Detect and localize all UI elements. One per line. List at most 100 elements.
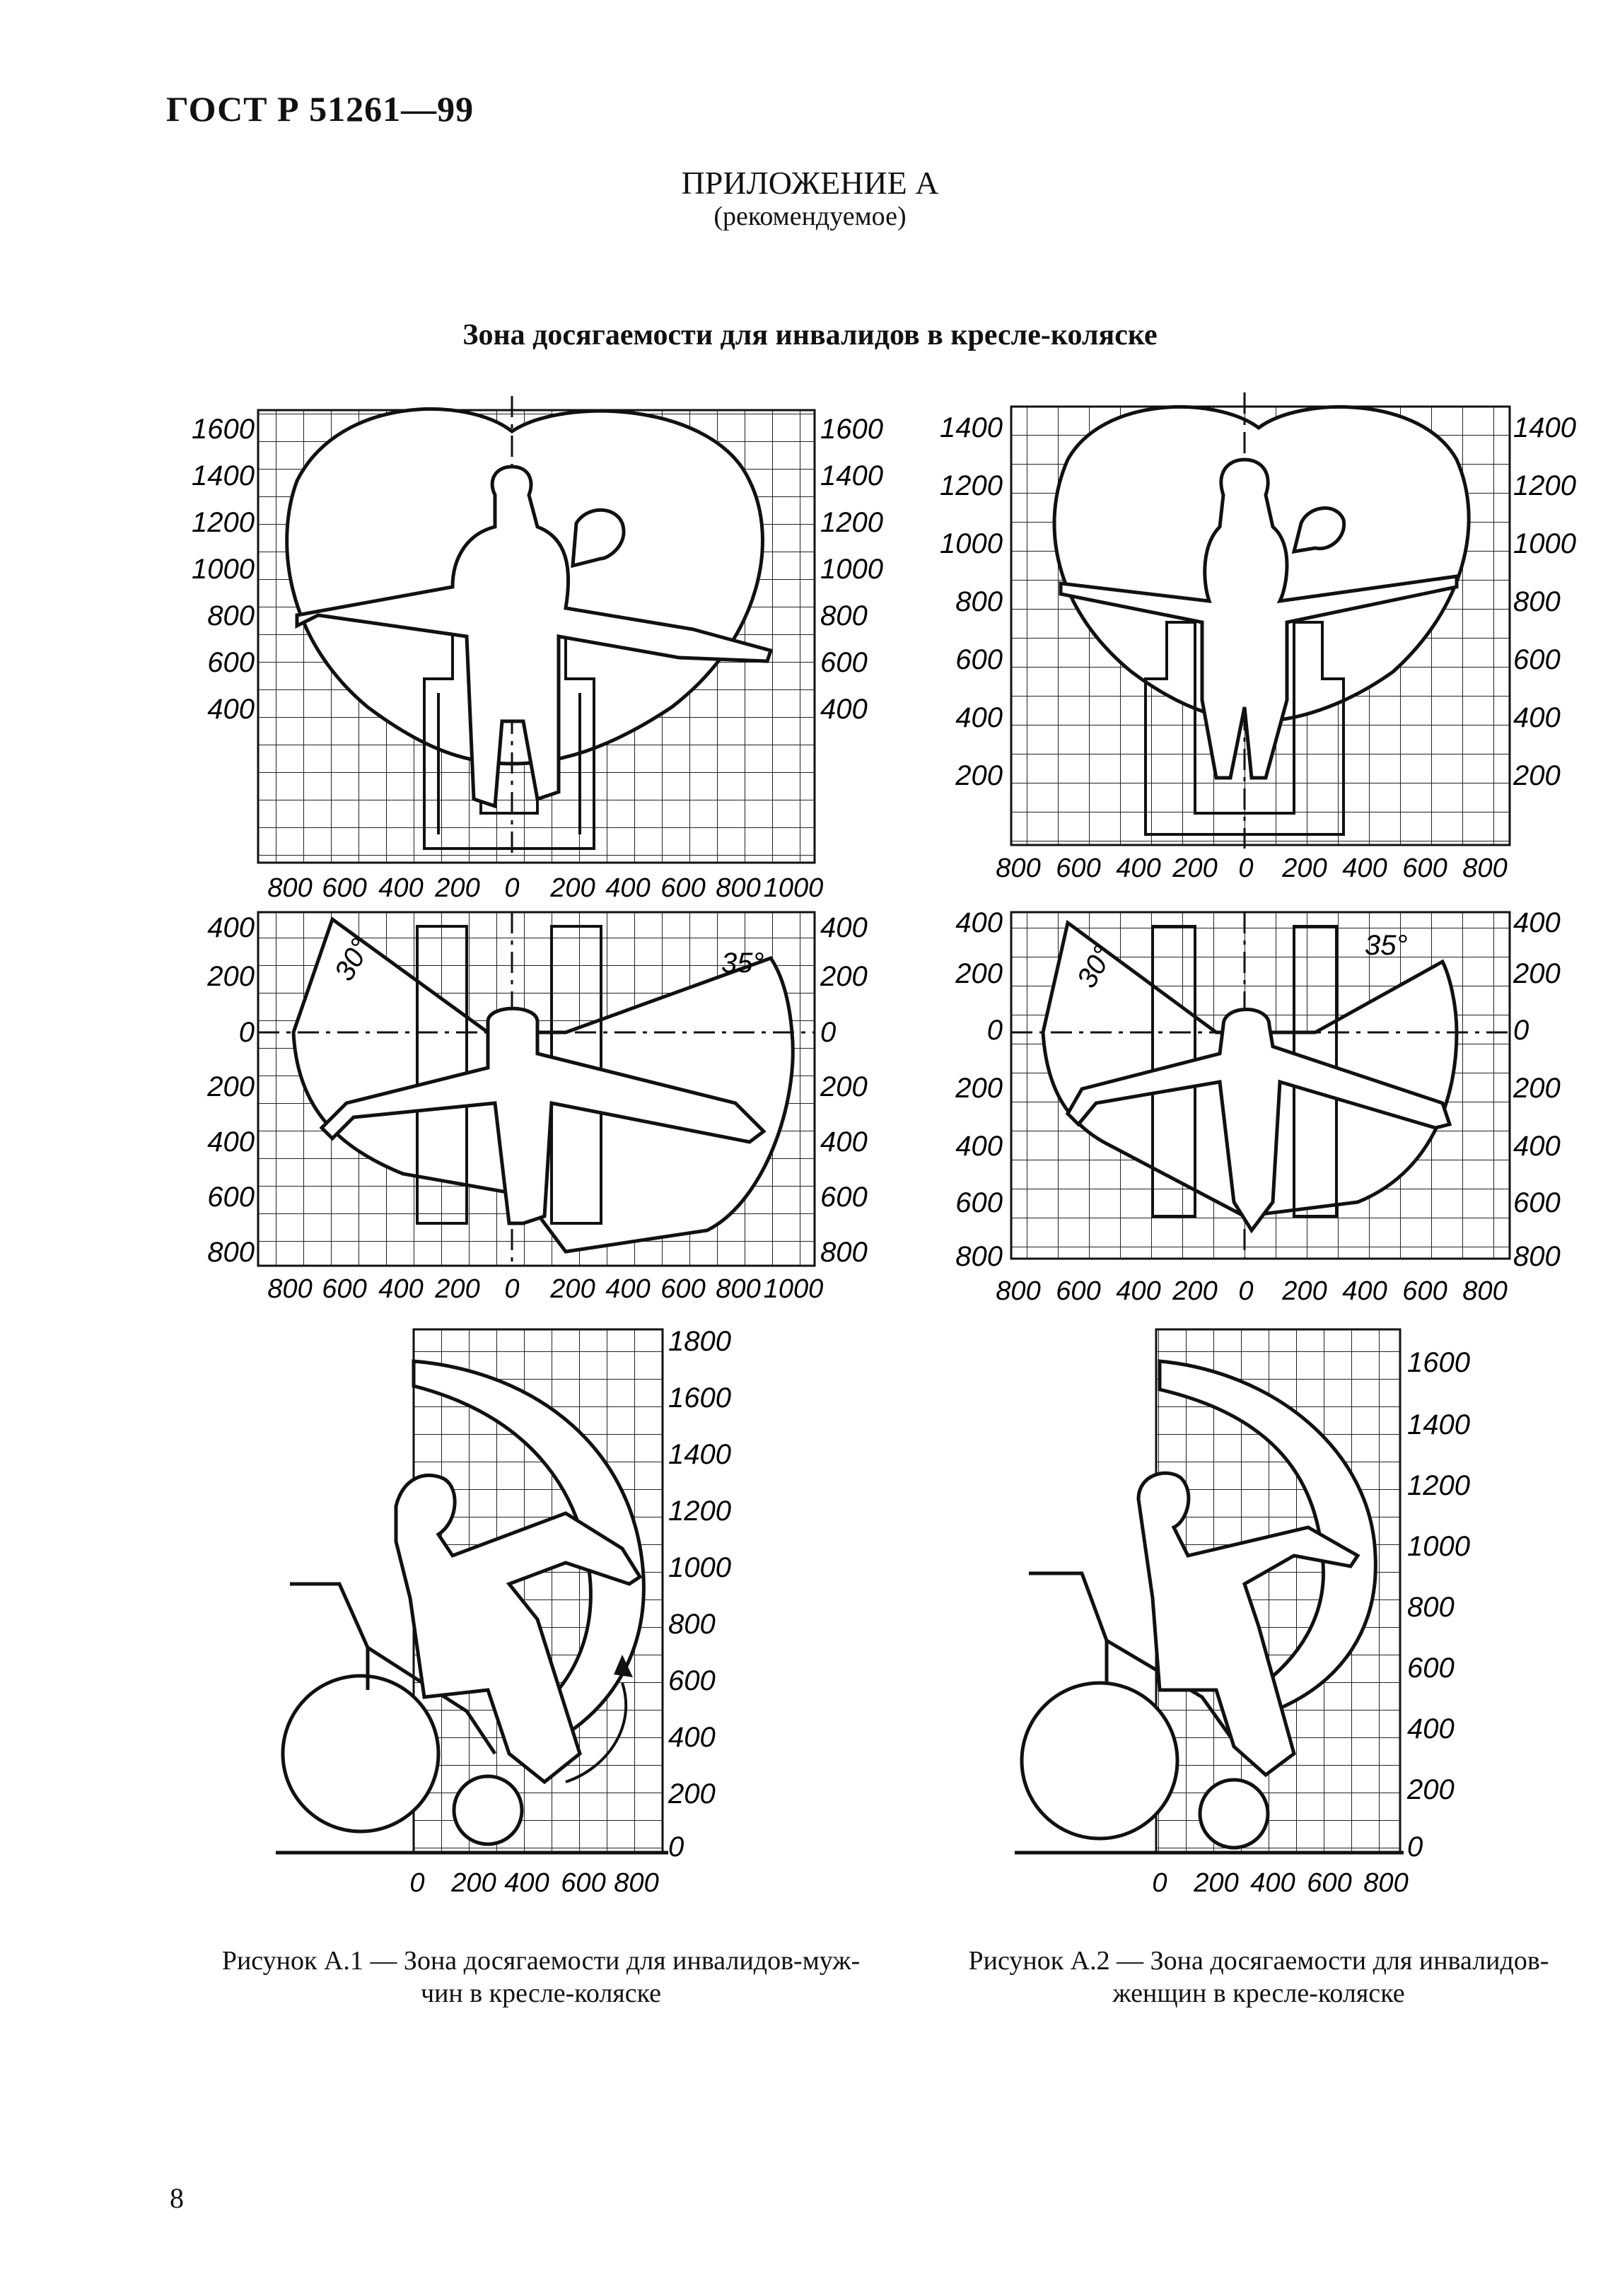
axis-tick-label: 400 (1407, 1713, 1455, 1744)
axis-tick-label: 1200 (1407, 1470, 1470, 1501)
axis-tick-label: 400 (605, 1274, 650, 1304)
axis-tick-label: 0 (504, 1274, 519, 1304)
figure-a1-caption: Рисунок А.1 — Зона досягаемости для инва… (170, 1945, 912, 2010)
axis-tick-label: 0 (239, 1017, 255, 1048)
axis-tick-label: 600 (1402, 853, 1447, 883)
axis-tick-label: 800 (207, 600, 255, 631)
axis-tick-label: 0 (504, 873, 519, 903)
axis-tick-label: 400 (207, 694, 255, 725)
axis-tick-label: 1400 (192, 460, 255, 491)
axis-tick-label: 400 (207, 1126, 255, 1158)
axis-tick-label: 600 (1513, 1187, 1561, 1218)
fig-a1-front-y-right: 1600 1400 1200 1000 800 600 400 (820, 414, 883, 725)
axis-tick-label: 200 (820, 1071, 868, 1102)
axis-tick-label: 400 (820, 912, 868, 943)
axis-tick-label: 200 (1513, 958, 1561, 989)
figure-a2-caption-line2: женщин в кресле-коляске (1112, 1979, 1405, 2008)
fig-a2-top-x: 800 600 400 200 0 200 400 600 800 (996, 1276, 1507, 1306)
axis-tick-label: 800 (207, 1237, 255, 1268)
axis-tick-label: 0 (987, 1015, 1003, 1046)
axis-tick-label: 1200 (940, 470, 1003, 501)
fig-a2-front-view: 1400 1200 1000 800 600 400 200 1400 1200… (940, 392, 1576, 883)
axis-tick-label: 1000 (192, 554, 255, 585)
axis-tick-label: 1000 (668, 1552, 731, 1583)
fig-a2-front-x: 800 600 400 200 0 200 400 600 800 (996, 853, 1507, 883)
axis-tick-label: 200 (668, 1778, 716, 1810)
axis-tick-label: 600 (1402, 1276, 1447, 1306)
axis-tick-label: 400 (955, 1131, 1003, 1162)
axis-tick-label: 1000 (820, 554, 883, 585)
axis-tick-label: 400 (504, 1868, 549, 1898)
fig-a1-top-y-left: 400 200 0 200 400 600 800 (206, 912, 255, 1268)
axis-tick-label: 400 (378, 873, 423, 903)
axis-tick-label: 600 (207, 647, 255, 678)
axis-tick-label: 600 (820, 1182, 868, 1213)
axis-tick-label: 600 (820, 647, 868, 678)
fig-a1-angle-right: 35° (721, 948, 764, 979)
axis-tick-label: 800 (820, 600, 868, 631)
axis-tick-label: 1600 (668, 1382, 731, 1414)
page-number: 8 (170, 2182, 184, 2214)
axis-tick-label: 400 (1513, 907, 1561, 938)
axis-tick-label: 600 (1307, 1868, 1351, 1898)
axis-tick-label: 0 (820, 1017, 836, 1048)
axis-tick-label: 800 (1363, 1868, 1408, 1898)
fig-a2-side-y: 1600 1400 1200 1000 800 600 400 200 0 (1406, 1347, 1470, 1863)
axis-tick-label: 600 (322, 1274, 366, 1304)
axis-tick-label: 1000 (1513, 528, 1576, 559)
axis-tick-label: 0 (1152, 1868, 1167, 1898)
axis-tick-label: 800 (1513, 586, 1561, 617)
fig-a1-side-y: 1800 1600 1400 1200 1000 800 600 400 200… (668, 1326, 731, 1863)
axis-tick-label: 400 (1513, 1131, 1561, 1162)
axis-tick-label: 800 (716, 1274, 760, 1304)
axis-tick-label: 200 (955, 958, 1003, 989)
fig-a2-front-y-right: 1400 1200 1000 800 600 400 200 (1513, 412, 1576, 791)
axis-tick-label: 600 (207, 1182, 255, 1213)
axis-tick-label: 800 (1407, 1592, 1455, 1623)
axis-tick-label: 600 (1513, 644, 1561, 675)
axis-tick-label: 200 (1281, 853, 1327, 883)
axis-tick-label: 600 (561, 1868, 605, 1898)
axis-tick-label: 400 (1513, 702, 1561, 733)
axis-tick-label: 800 (820, 1237, 868, 1268)
axis-tick-label: 800 (996, 1276, 1040, 1306)
axis-tick-label: 200 (1513, 1073, 1561, 1104)
axis-tick-label: 1600 (192, 414, 255, 445)
axis-tick-label: 1800 (668, 1326, 731, 1357)
fig-a1-front-x: 800 600 400 200 0 200 400 600 800 1000 (267, 873, 823, 903)
fig-a1-top-y-right: 400 200 0 200 400 600 800 (820, 912, 868, 1268)
axis-tick-label: 400 (1342, 1276, 1387, 1306)
axis-tick-label: 600 (660, 873, 705, 903)
axis-tick-label: 800 (1462, 1276, 1507, 1306)
axis-tick-label: 600 (955, 644, 1003, 675)
figure-a1-caption-line2: чин в кресле-коляске (420, 1979, 662, 2008)
axis-tick-label: 0 (409, 1868, 424, 1898)
axis-tick-label: 200 (206, 961, 255, 992)
axis-tick-label: 0 (1513, 1015, 1529, 1046)
axis-tick-label: 400 (1116, 853, 1160, 883)
axis-tick-label: 1200 (820, 507, 883, 538)
axis-tick-label: 800 (996, 853, 1040, 883)
axis-tick-label: 200 (1172, 1276, 1217, 1306)
axis-tick-label: 800 (955, 1241, 1003, 1272)
axis-tick-label: 1400 (940, 412, 1003, 443)
axis-tick-label: 800 (267, 1274, 312, 1304)
axis-tick-label: 800 (1513, 1241, 1561, 1272)
axis-tick-label: 200 (1281, 1276, 1327, 1306)
axis-tick-label: 400 (668, 1722, 716, 1753)
axis-tick-label: 400 (820, 694, 868, 725)
axis-tick-label: 200 (1193, 1868, 1238, 1898)
main-title: Зона досягаемости для инвалидов в кресле… (462, 319, 1158, 351)
axis-tick-label: 0 (1407, 1831, 1423, 1863)
fig-a1-top-x: 800 600 400 200 0 200 400 600 800 1000 (267, 1274, 823, 1304)
axis-tick-label: 1400 (668, 1439, 731, 1470)
axis-tick-label: 800 (716, 873, 760, 903)
axis-tick-label: 1000 (940, 528, 1003, 559)
axis-tick-label: 400 (1342, 853, 1387, 883)
axis-tick-label: 1200 (192, 507, 255, 538)
axis-tick-label: 200 (955, 760, 1003, 791)
axis-tick-label: 600 (668, 1665, 716, 1696)
axis-tick-label: 800 (614, 1868, 658, 1898)
figure-a2-caption-line1: Рисунок А.2 — Зона досягаемости для инва… (968, 1946, 1549, 1976)
